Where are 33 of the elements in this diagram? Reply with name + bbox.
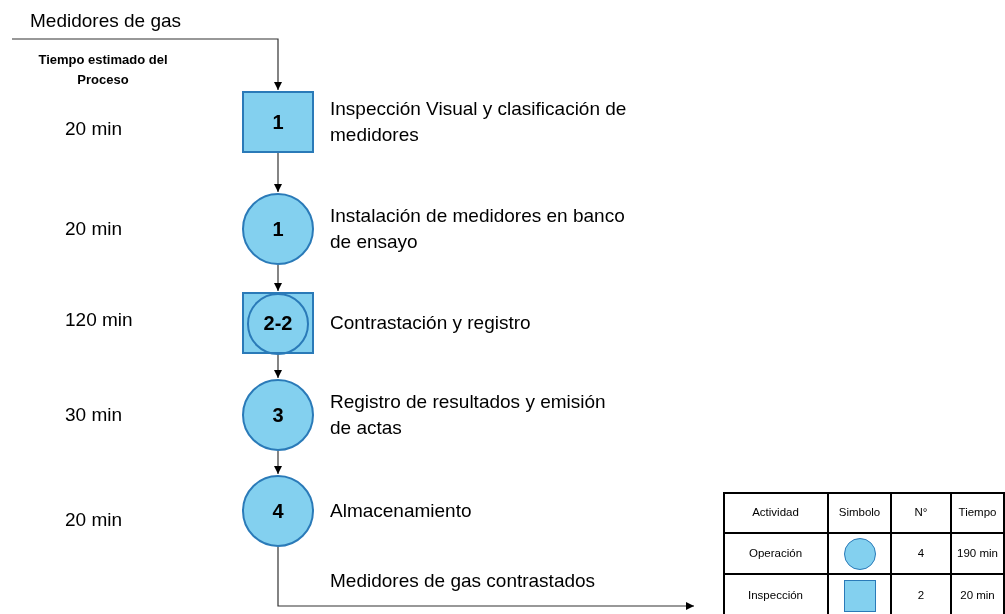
table-cell: Inspección (723, 574, 828, 614)
inspection-square (242, 91, 314, 153)
table-cell: 4 (891, 533, 951, 574)
arrow (274, 264, 282, 292)
table-cell: N° (891, 492, 951, 533)
process-time: 20 min (65, 508, 123, 532)
arrow (11, 38, 282, 91)
process-time: 120 min (65, 308, 133, 332)
arrow (274, 353, 282, 379)
table-cell: Operación (723, 533, 828, 574)
step-description: Instalación de medidores en banco de ensayo (330, 204, 626, 254)
step-number: 1 (272, 110, 284, 135)
process-time: 30 min (65, 403, 123, 427)
table-cell: 190 min (951, 533, 1004, 574)
step-description: Almacenamiento (330, 499, 473, 523)
table-cell: 20 min (951, 574, 1004, 614)
step-number: 1 (272, 217, 284, 242)
step-number: 3 (272, 403, 284, 428)
step-number: 2-2 (263, 311, 293, 336)
table-cell: Simbolo (828, 492, 891, 533)
table-cell: Tiempo (951, 492, 1004, 533)
table-cell: 2 (891, 574, 951, 614)
arrow (277, 546, 695, 610)
step-number: 4 (272, 499, 284, 524)
step-description: Inspección Visual y clasificación de medidores (330, 97, 628, 147)
step-description: Contrastación y registro (330, 311, 532, 335)
process-time: 20 min (65, 117, 123, 141)
table-cell: Actividad (723, 492, 828, 533)
arrow (274, 450, 282, 475)
step-description: Registro de resultados y emisión de actas (330, 390, 607, 440)
column-heading: Tiempo estimado del Proceso (37, 51, 169, 89)
arrow (274, 152, 282, 193)
process-time: 20 min (65, 217, 123, 241)
